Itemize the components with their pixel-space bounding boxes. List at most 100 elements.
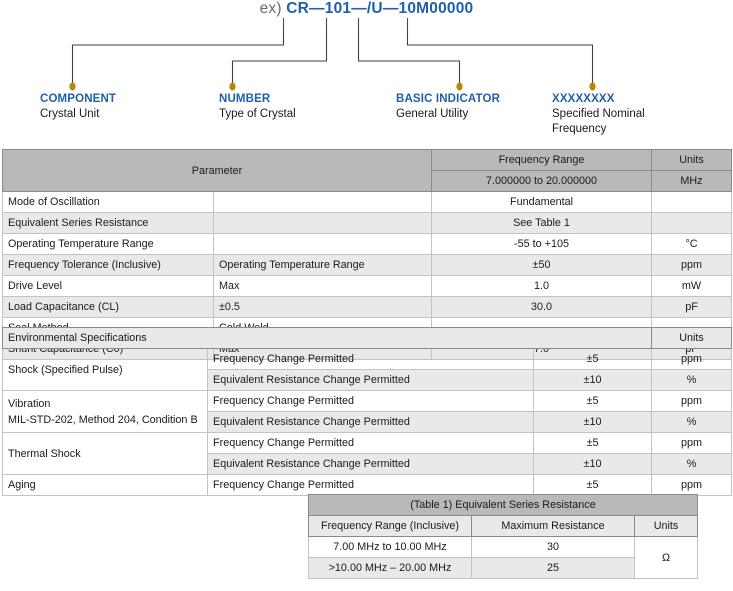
env-units: % bbox=[651, 411, 733, 433]
parameter-table-header-row: Parameter Frequency Range Units bbox=[2, 149, 732, 192]
esr-resistance: 30 bbox=[471, 536, 635, 558]
param-units: mW bbox=[651, 275, 732, 297]
env-group-name: Vibration MIL-STD-202, Method 204, Condi… bbox=[2, 390, 208, 433]
callout-title: NUMBER bbox=[219, 93, 271, 105]
part-number-prefix: ex) bbox=[259, 0, 282, 17]
callout-number: NUMBER Type of Crystal bbox=[219, 92, 369, 122]
param-condition bbox=[213, 233, 432, 255]
esr-resistance: 25 bbox=[471, 557, 635, 579]
env-criterion: Frequency Change Permitted bbox=[207, 474, 534, 496]
param-value: ±50 bbox=[431, 254, 652, 276]
table-row: Shock (Specified Pulse) Frequency Change… bbox=[2, 348, 733, 391]
param-name: Equivalent Series Resistance bbox=[2, 212, 214, 234]
param-condition: Max bbox=[213, 275, 432, 297]
env-units: % bbox=[651, 453, 733, 475]
esr-header-row: Frequency Range (Inclusive) Maximum Resi… bbox=[308, 515, 698, 537]
environmental-header-row: Environmental Specifications Units bbox=[1, 327, 733, 349]
col-header-parameter: Parameter bbox=[2, 149, 432, 192]
esr-table: (Table 1) Equivalent Series Resistance F… bbox=[308, 494, 698, 579]
esr-title: (Table 1) Equivalent Series Resistance bbox=[308, 494, 698, 516]
callout-subtitle: General Utility bbox=[396, 108, 469, 120]
callout-basic-indicator: BASIC INDICATOR General Utility bbox=[396, 92, 546, 122]
esr-units: Ω bbox=[634, 536, 698, 579]
callout-title: XXXXXXXX bbox=[552, 93, 615, 105]
environmental-title: Environmental Specifications bbox=[1, 327, 653, 349]
param-units: pF bbox=[651, 296, 732, 318]
table-row: Frequency Tolerance (Inclusive) Operatin… bbox=[2, 254, 732, 276]
col-header-maximum-resistance: Maximum Resistance bbox=[471, 515, 635, 537]
leader-dot-group bbox=[69, 82, 596, 91]
table-row: Thermal Shock Frequency Change Permitted… bbox=[2, 432, 733, 475]
param-condition: ±0.5 bbox=[213, 296, 432, 318]
env-value: ±10 bbox=[532, 411, 653, 433]
col-header-frequency-range: Frequency Range bbox=[431, 149, 652, 171]
env-units: ppm bbox=[651, 390, 733, 412]
table-row: Vibration MIL-STD-202, Method 204, Condi… bbox=[2, 390, 733, 433]
env-criterion: Equivalent Resistance Change Permitted bbox=[207, 411, 534, 433]
table-row: >10.00 MHz – 20.00 MHz 25 bbox=[308, 557, 698, 579]
env-value: ±10 bbox=[532, 453, 653, 475]
param-condition: Operating Temperature Range bbox=[213, 254, 432, 276]
env-value: ±5 bbox=[532, 474, 653, 496]
col-header-units: Units bbox=[651, 149, 732, 171]
callout-title: BASIC INDICATOR bbox=[396, 93, 501, 105]
env-value: ±10 bbox=[532, 369, 653, 391]
callout-subtitle: Type of Crystal bbox=[219, 108, 296, 120]
env-criterion: Equivalent Resistance Change Permitted bbox=[207, 453, 534, 475]
table-row: Aging Frequency Change Permitted ±5 ppm bbox=[2, 474, 733, 496]
env-value: ±5 bbox=[532, 348, 653, 370]
param-value: -55 to +105 bbox=[431, 233, 652, 255]
env-value: ±5 bbox=[532, 390, 653, 412]
table-row: 7.00 MHz to 10.00 MHz 30 Ω bbox=[308, 536, 698, 579]
env-criterion: Frequency Change Permitted bbox=[207, 348, 534, 370]
col-header-units: Units bbox=[651, 327, 733, 349]
table-row: Mode of Oscillation Fundamental bbox=[2, 191, 732, 213]
table-row: Operating Temperature Range -55 to +105 … bbox=[2, 233, 732, 255]
leader-lines bbox=[69, 18, 596, 91]
param-name: Mode of Oscillation bbox=[2, 191, 214, 213]
env-value: ±5 bbox=[532, 432, 653, 454]
env-criterion: Frequency Change Permitted bbox=[207, 390, 534, 412]
esr-range: >10.00 MHz – 20.00 MHz bbox=[308, 557, 472, 579]
param-units bbox=[651, 212, 732, 234]
env-group-name: Shock (Specified Pulse) bbox=[2, 348, 208, 391]
param-value: Fundamental bbox=[431, 191, 652, 213]
param-condition bbox=[213, 212, 432, 234]
part-number-diagram: ex) CR—101—/U—10M00000 bbox=[0, 0, 733, 148]
param-name: Frequency Tolerance (Inclusive) bbox=[2, 254, 214, 276]
units-value: MHz bbox=[651, 170, 732, 192]
callout-subtitle: Crystal Unit bbox=[40, 108, 100, 120]
param-value: 30.0 bbox=[431, 296, 652, 318]
table-row: Load Capacitance (CL) ±0.5 30.0 pF bbox=[2, 296, 732, 318]
callout-title: COMPONENT bbox=[40, 93, 117, 105]
param-name: Drive Level bbox=[2, 275, 214, 297]
env-units: ppm bbox=[651, 474, 733, 496]
callout-subtitle: Specified Nominal Frequency bbox=[552, 108, 645, 135]
part-number-line: ex) CR—101—/U—10M00000 bbox=[0, 0, 733, 18]
parameter-table-subheader-row: 7.000000 to 20.000000 MHz bbox=[3, 170, 732, 192]
environmental-table: Environmental Specifications Units Shock… bbox=[1, 327, 733, 496]
param-condition bbox=[213, 191, 432, 213]
env-group-name: Aging bbox=[2, 474, 208, 496]
col-header-units: Units bbox=[634, 515, 698, 537]
param-units: ppm bbox=[651, 254, 732, 276]
param-value: See Table 1 bbox=[431, 212, 652, 234]
callout-frequency: XXXXXXXX Specified Nominal Frequency bbox=[552, 92, 667, 137]
env-units: ppm bbox=[651, 348, 733, 370]
table-row: Drive Level Max 1.0 mW bbox=[2, 275, 732, 297]
param-units: °C bbox=[651, 233, 732, 255]
callout-component: COMPONENT Crystal Unit bbox=[40, 92, 190, 122]
param-name: Load Capacitance (CL) bbox=[2, 296, 214, 318]
esr-range: 7.00 MHz to 10.00 MHz bbox=[308, 536, 472, 558]
esr-title-row: (Table 1) Equivalent Series Resistance bbox=[308, 494, 698, 516]
param-name: Operating Temperature Range bbox=[2, 233, 214, 255]
frequency-range-value: 7.000000 to 20.000000 bbox=[431, 170, 652, 192]
env-units: % bbox=[651, 369, 733, 391]
table-row: Equivalent Series Resistance See Table 1 bbox=[2, 212, 732, 234]
param-units bbox=[651, 191, 732, 213]
env-criterion: Equivalent Resistance Change Permitted bbox=[207, 369, 534, 391]
col-header-frequency-range: Frequency Range (Inclusive) bbox=[308, 515, 472, 537]
part-number-code: CR—101—/U—10M00000 bbox=[286, 0, 474, 17]
param-value: 1.0 bbox=[431, 275, 652, 297]
env-units: ppm bbox=[651, 432, 733, 454]
